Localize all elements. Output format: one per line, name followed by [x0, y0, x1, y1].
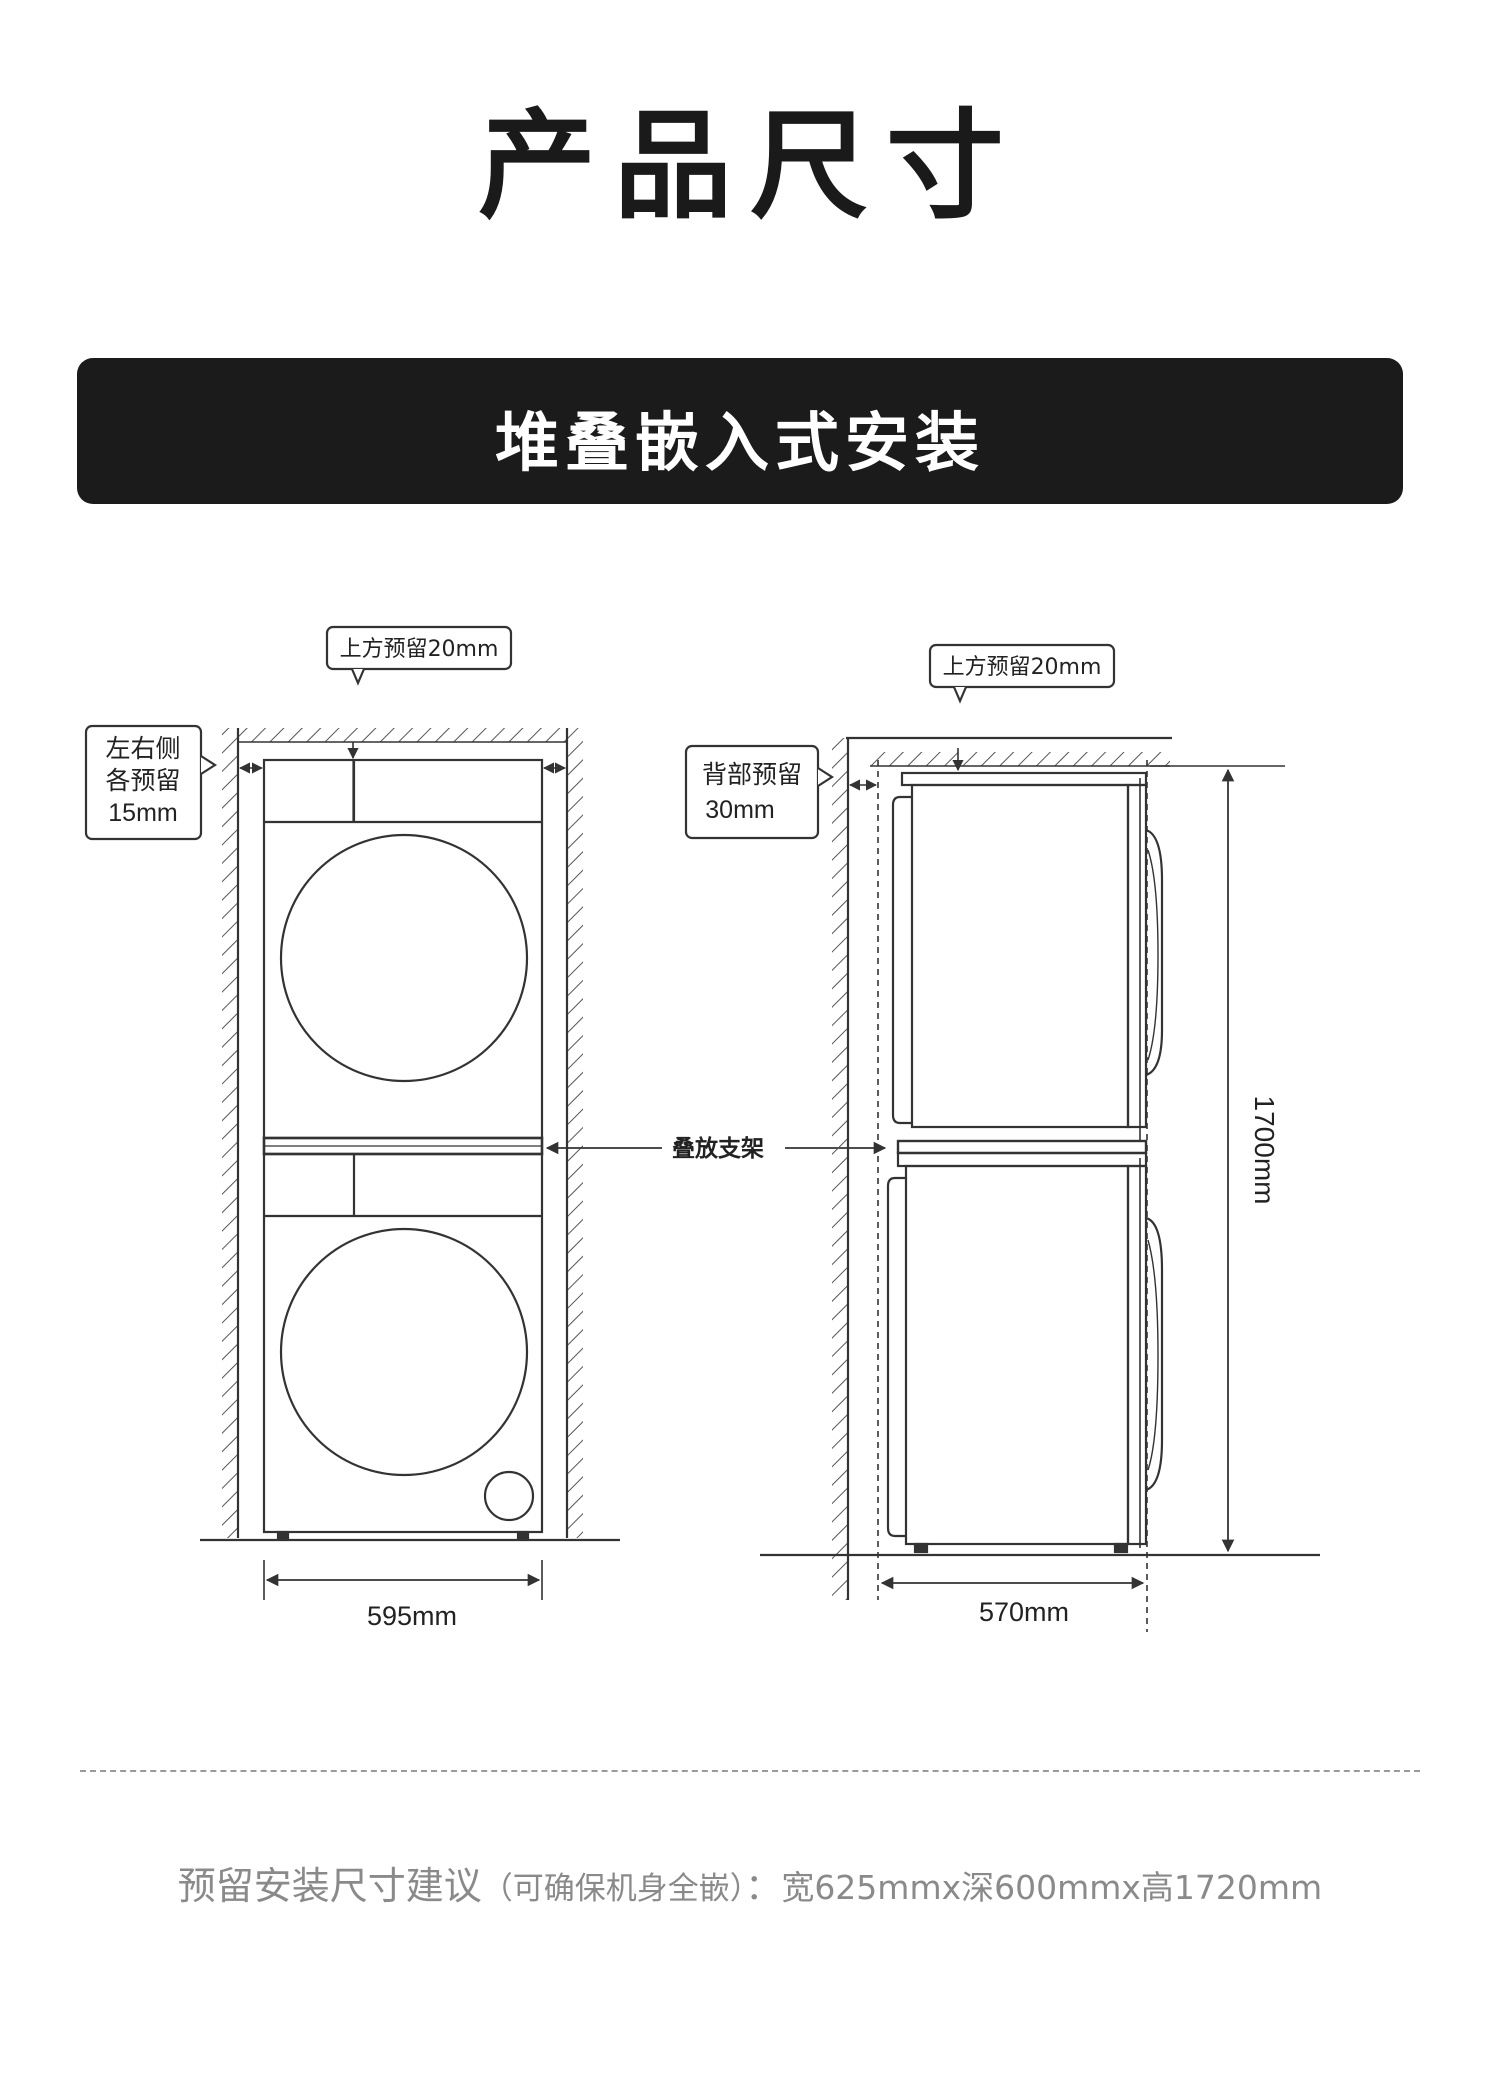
- side-view: [684, 643, 1320, 1632]
- recommendation-dimensions: 宽625mmx深600mmx高1720mm: [781, 1868, 1323, 1907]
- front-bottom-door: [279, 1227, 529, 1477]
- front-top-door: [279, 833, 529, 1083]
- installation-diagram: 上方预留20mm 左右侧 各预留 15mm 595mm 叠放支架: [84, 625, 1320, 1632]
- section-banner: 堆叠嵌入式安装: [77, 358, 1403, 504]
- front-left-wall: [222, 728, 238, 1538]
- side-back-wall: [832, 738, 848, 1600]
- side-top-clearance-label: 上方预留20mm: [943, 655, 1102, 680]
- side-depth-label: 570mm: [979, 1597, 1069, 1627]
- side-bottom-unit: [904, 1164, 1130, 1546]
- side-top-wall: [870, 752, 1170, 766]
- front-top-clearance-label: 上方预留20mm: [340, 637, 499, 662]
- front-side-clearance-line3: 15mm: [108, 799, 177, 827]
- front-view: [84, 625, 620, 1600]
- front-right-wall: [567, 728, 583, 1538]
- section-banner-title: 堆叠嵌入式安装: [495, 407, 985, 481]
- side-top-unit: [910, 783, 1130, 1129]
- side-back-clearance-line2: 30mm: [705, 796, 774, 824]
- front-bottom-unit: [262, 1152, 544, 1534]
- dashed-divider: [80, 1770, 1420, 1772]
- recommendation-note: （可确保机身全嵌）: [481, 1871, 746, 1907]
- page-title: 产品尺寸: [477, 97, 1022, 235]
- recommendation-separator: ：: [745, 1867, 782, 1908]
- front-knob: [483, 1470, 535, 1522]
- side-height-label: 1700mm: [1249, 1096, 1280, 1205]
- side-back-clearance-line1: 背部预留: [702, 760, 802, 789]
- front-top-wall: [238, 728, 567, 742]
- install-recommendation: 预留安装尺寸建议（可确保机身全嵌）：宽625mmx深600mmx高1720mm: [0, 1855, 1500, 1910]
- front-side-clearance-line2: 各预留: [105, 766, 180, 795]
- front-width-label: 595mm: [367, 1601, 457, 1631]
- front-side-clearance-line1: 左右侧: [105, 734, 180, 763]
- stacking-bracket-label: 叠放支架: [672, 1135, 764, 1162]
- recommendation-label: 预留安装尺寸建议: [177, 1864, 482, 1908]
- side-bracket: [896, 1139, 1148, 1155]
